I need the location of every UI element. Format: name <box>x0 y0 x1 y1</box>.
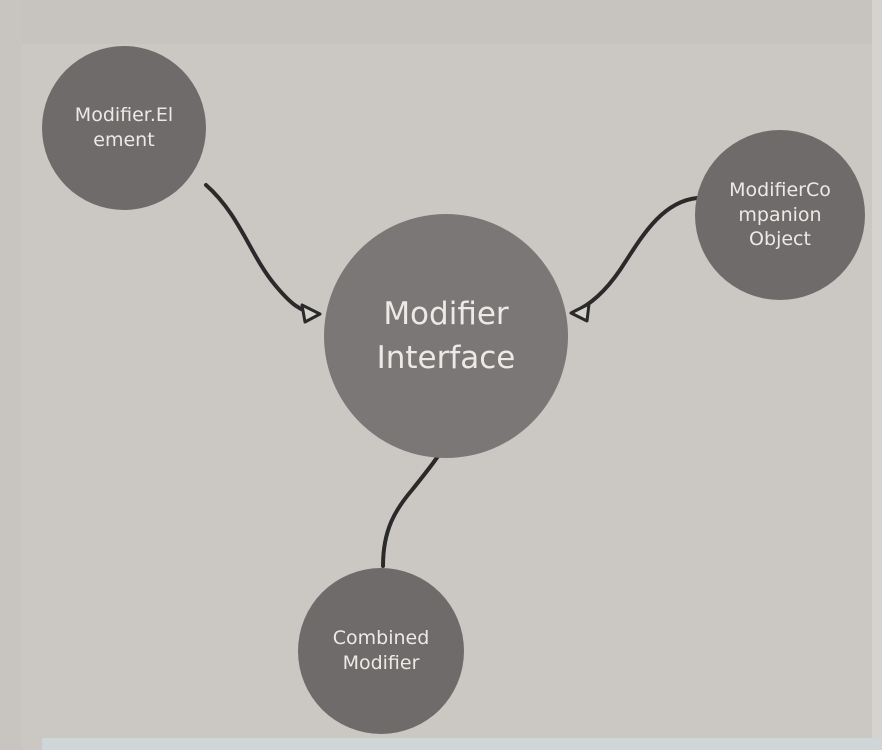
edge-element-to-interface <box>204 183 320 316</box>
node-modifier-interface: Modifier Interface <box>324 214 568 458</box>
edge-companion-to-interface <box>572 196 699 314</box>
node-modifier-companion-object: ModifierCo mpanion Object <box>695 130 865 300</box>
arrowhead-companion <box>569 302 591 323</box>
edge-combined-to-interface <box>381 438 450 568</box>
arrowhead-element <box>300 303 322 324</box>
right-border <box>872 0 882 750</box>
node-combined-modifier: Combined Modifier <box>298 568 464 734</box>
node-modifier-element: Modifier.El ement <box>42 46 206 210</box>
bottom-border <box>42 738 882 750</box>
top-border <box>0 0 882 44</box>
left-border <box>0 0 22 750</box>
